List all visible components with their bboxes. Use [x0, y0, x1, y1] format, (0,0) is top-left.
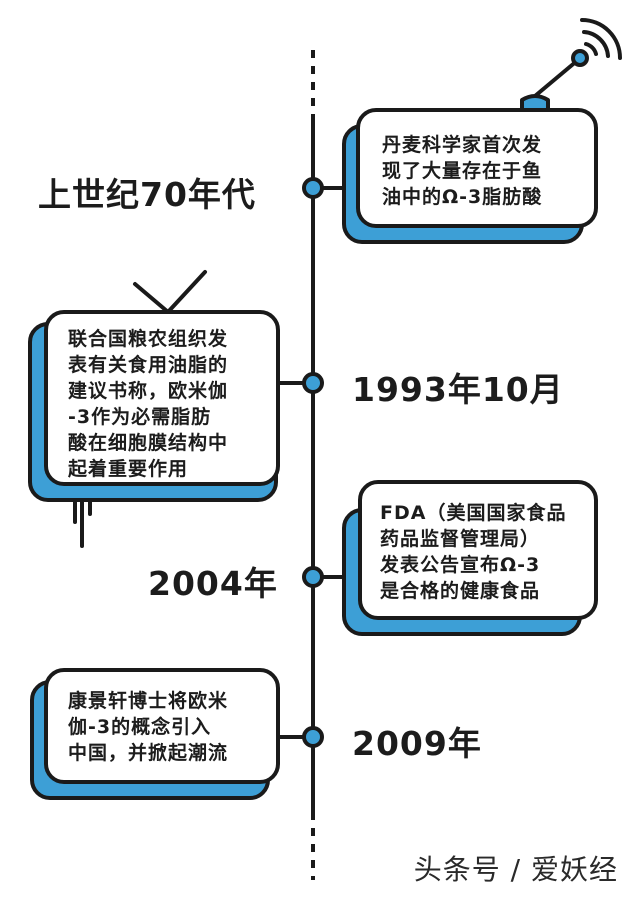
- event-2-line-2: 表有关食用油脂的: [68, 354, 229, 376]
- event-4-line-2: 伽-3的概念引入: [68, 716, 212, 738]
- event-4-line-3: 中国，并掀起潮流: [68, 742, 229, 764]
- watermark: 头条号 / 爱妖经: [413, 853, 618, 886]
- event-date-1: 上世纪70年代: [38, 175, 256, 214]
- tv-ears-icon: [133, 270, 207, 314]
- event-2-line-4: -3作为必需脂肪: [68, 406, 212, 428]
- event-2-line-6: 起着重要作用: [68, 458, 189, 480]
- event-date-4: 2009年: [352, 724, 482, 763]
- node-3: [302, 566, 324, 588]
- event-1-line-1: 丹麦科学家首次发: [382, 134, 543, 156]
- event-box-4: 康景轩博士将欧米 伽-3的概念引入 中国，并掀起潮流: [44, 668, 280, 784]
- event-3-line-3: 发表公告宣布Ω-3: [380, 554, 541, 576]
- node-1: [302, 177, 324, 199]
- drip-icon: [73, 494, 92, 548]
- event-box-3: FDA（美国国家食品 药品监督管理局） 发表公告宣布Ω-3 是合格的健康食品: [358, 480, 598, 620]
- event-4-line-1: 康景轩博士将欧米: [68, 690, 229, 712]
- event-3-line-2: 药品监督管理局）: [380, 528, 541, 550]
- event-2-line-3: 建议书称，欧米伽: [68, 380, 229, 402]
- event-box-2: 联合国粮农组织发 表有关食用油脂的 建议书称，欧米伽 -3作为必需脂肪 酸在细胞…: [44, 310, 280, 486]
- event-3-line-4: 是合格的健康食品: [380, 580, 541, 602]
- event-1-line-3: 油中的Ω-3脂肪酸: [382, 186, 543, 208]
- antenna-icon: [520, 18, 622, 112]
- event-1-line-2: 现了大量存在于鱼: [382, 160, 543, 182]
- event-date-3: 2004年: [148, 564, 278, 603]
- event-2-line-1: 联合国粮农组织发: [68, 328, 229, 350]
- event-box-1: 丹麦科学家首次发 现了大量存在于鱼 油中的Ω-3脂肪酸: [356, 108, 598, 228]
- event-date-2: 1993年10月: [352, 370, 564, 409]
- event-3-line-1: FDA（美国国家食品: [380, 502, 567, 524]
- node-4: [302, 726, 324, 748]
- node-2: [302, 372, 324, 394]
- event-2-line-5: 酸在细胞膜结构中: [68, 432, 229, 454]
